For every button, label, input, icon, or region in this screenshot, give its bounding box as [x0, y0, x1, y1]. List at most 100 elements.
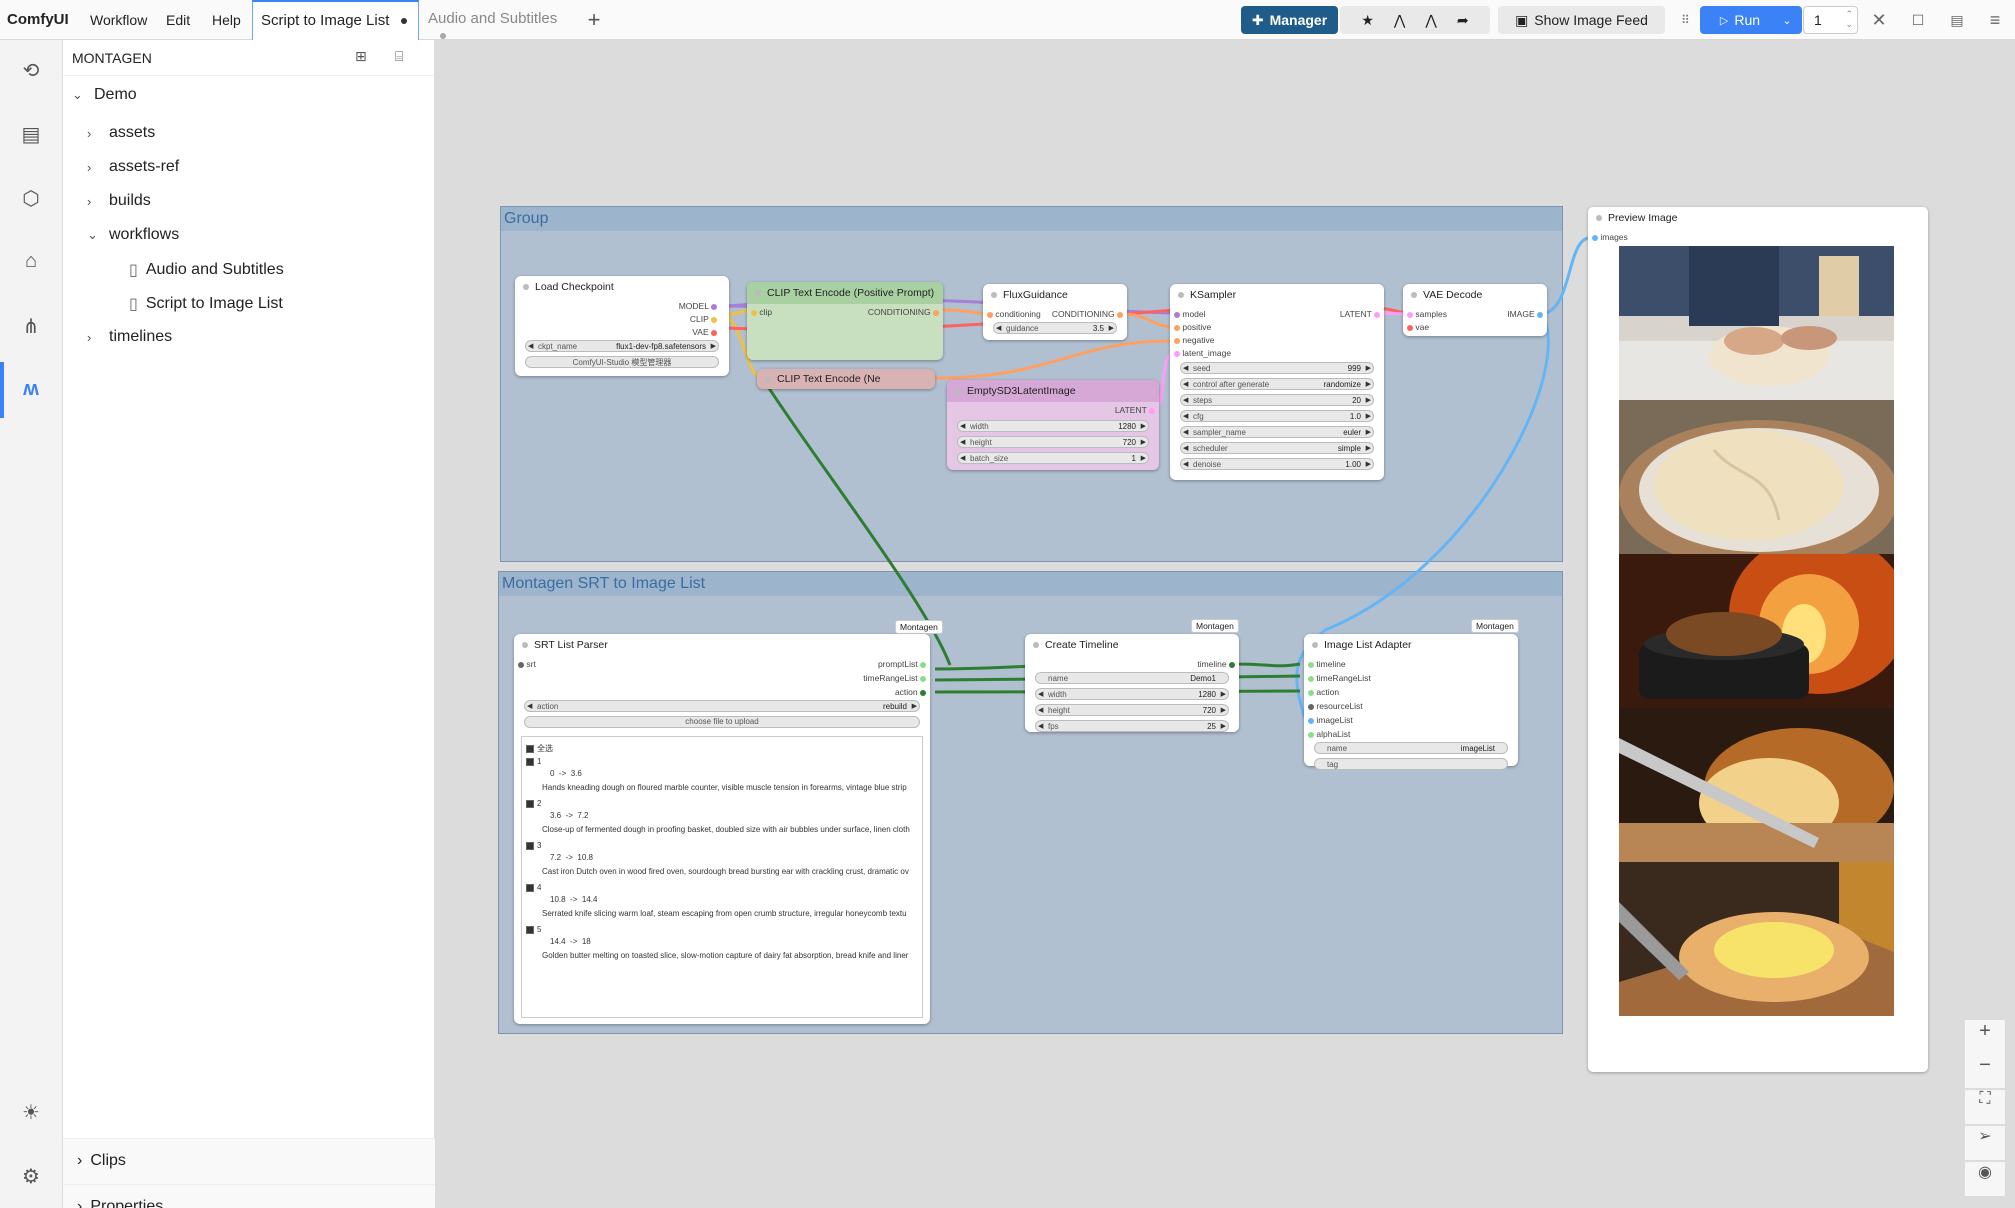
- node-tree-icon[interactable]: ⋔: [22, 316, 40, 338]
- tree-item-demo[interactable]: ⌄Demo: [72, 86, 137, 104]
- menu-help[interactable]: Help: [212, 12, 241, 28]
- node-ksampler[interactable]: KSampler model positive negative latent_…: [1170, 284, 1384, 480]
- menu-hamburger-icon[interactable]: ≡: [1989, 9, 2001, 30]
- input-clip[interactable]: clip: [751, 307, 772, 317]
- zoom-out-minus-icon[interactable]: −: [1965, 1054, 2005, 1088]
- input-timeline[interactable]: timeline: [1308, 659, 1346, 669]
- tree-item-script-to-image-list[interactable]: ▯Script to Image List: [129, 294, 283, 314]
- output-latent[interactable]: LATENT: [1115, 405, 1155, 415]
- output-conditioning[interactable]: CONDITIONING: [868, 307, 939, 317]
- select-all-checkbox[interactable]: 全选: [526, 743, 553, 754]
- input-samples[interactable]: samples: [1407, 309, 1447, 319]
- queue-count-input[interactable]: 1⌃⌄: [1803, 6, 1858, 34]
- model-alt-icon[interactable]: ⋀: [1425, 11, 1437, 28]
- stepper-icon[interactable]: ⌃⌄: [1845, 9, 1853, 29]
- preview-image-butter[interactable]: [1619, 862, 1894, 1016]
- tree-item-builds[interactable]: ›builds: [87, 192, 151, 210]
- star-icon[interactable]: ★: [1361, 11, 1374, 28]
- run-button[interactable]: ▷Run: [1700, 6, 1780, 34]
- preview-image-slicing[interactable]: [1619, 708, 1894, 862]
- focus-mode-icon[interactable]: ☐: [1911, 11, 1925, 28]
- montagen-icon[interactable]: ʍ: [23, 378, 39, 400]
- zoom-in-plus-icon[interactable]: +: [1965, 1020, 2005, 1054]
- output-action[interactable]: action: [895, 687, 926, 697]
- tree-item-assets[interactable]: ›assets: [87, 124, 155, 142]
- preview-image-proofing[interactable]: [1619, 400, 1899, 570]
- node-image-list-adapter[interactable]: Image List Adapter timeline timeRangeLis…: [1304, 634, 1518, 770]
- preview-image-dutch-oven[interactable]: [1619, 534, 1909, 708]
- visibility-eye-icon[interactable]: ◉: [1965, 1162, 2005, 1196]
- manager-button[interactable]: ✚Manager: [1241, 6, 1338, 34]
- close-icon[interactable]: ✕: [1871, 9, 1887, 30]
- model-manager-button[interactable]: ComfyUI-Studio 模型管理器: [525, 356, 719, 368]
- input-latent-image[interactable]: latent_image: [1174, 348, 1231, 358]
- theme-sun-icon[interactable]: ☀: [22, 1102, 40, 1124]
- entry-checkbox[interactable]: 4: [526, 883, 541, 892]
- input-alpha-list[interactable]: alphaList: [1308, 729, 1350, 739]
- input-positive[interactable]: positive: [1174, 322, 1211, 332]
- choose-file-button[interactable]: choose file to upload: [524, 716, 920, 728]
- drag-handle-icon[interactable]: ⠿: [1681, 13, 1690, 27]
- input-vae[interactable]: vae: [1407, 322, 1429, 332]
- output-latent[interactable]: LATENT: [1340, 309, 1380, 319]
- node-clip-text-encode-negative[interactable]: CLIP Text Encode (Ne: [757, 369, 935, 389]
- grid-view-icon[interactable]: ⊞: [355, 48, 367, 64]
- input-conditioning[interactable]: conditioning: [987, 309, 1041, 319]
- section-properties[interactable]: ›Properties: [63, 1184, 435, 1208]
- checkbox[interactable]: [526, 799, 534, 808]
- open-folder-icon[interactable]: ⌸: [395, 48, 404, 64]
- entry-checkbox[interactable]: 3: [526, 841, 541, 850]
- tree-item-workflows[interactable]: ⌄workflows: [87, 226, 179, 244]
- menu-edit[interactable]: Edit: [166, 12, 191, 28]
- model-cube-icon[interactable]: ⬡: [22, 188, 40, 210]
- output-prompt-list[interactable]: promptList: [878, 659, 926, 669]
- input-image-list[interactable]: imageList: [1308, 715, 1353, 725]
- menu-workflow[interactable]: Workflow: [90, 12, 148, 28]
- new-tab-plus-icon[interactable]: +: [587, 7, 601, 32]
- output-time-range-list[interactable]: timeRangeList: [863, 673, 926, 683]
- tab-audio-and-subtitles[interactable]: Audio and Subtitles: [420, 0, 570, 40]
- run-options-chevron-down-icon[interactable]: ⌄: [1772, 6, 1802, 34]
- input-time-range-list[interactable]: timeRangeList: [1308, 673, 1371, 683]
- input-images[interactable]: images: [1592, 232, 1628, 242]
- share-icon[interactable]: ➦: [1456, 11, 1469, 28]
- navigate-arrow-icon[interactable]: ➢: [1965, 1126, 2005, 1160]
- preview-image-kneading[interactable]: [1619, 246, 1894, 400]
- node-srt-list-parser[interactable]: SRT List Parser srt promptList timeRange…: [514, 634, 930, 1024]
- checkbox[interactable]: [526, 841, 534, 850]
- node-vae-decode[interactable]: VAE Decode samples vae IMAGE: [1403, 284, 1547, 336]
- output-conditioning[interactable]: CONDITIONING: [1052, 309, 1123, 319]
- settings-gear-icon[interactable]: ⚙: [22, 1166, 40, 1188]
- entry-checkbox[interactable]: 2: [526, 799, 541, 808]
- output-image[interactable]: IMAGE: [1507, 309, 1543, 319]
- section-clips[interactable]: ›Clips: [63, 1138, 435, 1184]
- node-flux-guidance[interactable]: FluxGuidance conditioning CONDITIONING g…: [983, 284, 1127, 340]
- output-vae[interactable]: VAE: [692, 327, 717, 337]
- tree-item-assets-ref[interactable]: ›assets-ref: [87, 158, 179, 176]
- checkbox[interactable]: [526, 883, 534, 892]
- entry-checkbox[interactable]: 5: [526, 925, 541, 934]
- panel-toggle-icon[interactable]: ▤: [1950, 11, 1964, 28]
- output-timeline[interactable]: timeline: [1197, 659, 1235, 669]
- node-preview-image[interactable]: Preview Image images: [1588, 207, 1928, 1072]
- output-clip[interactable]: CLIP: [690, 314, 717, 324]
- input-model[interactable]: model: [1174, 309, 1206, 319]
- entry-checkbox[interactable]: 1: [526, 757, 541, 766]
- node-clip-text-encode-positive[interactable]: CLIP Text Encode (Positive Prompt) clip …: [747, 282, 943, 360]
